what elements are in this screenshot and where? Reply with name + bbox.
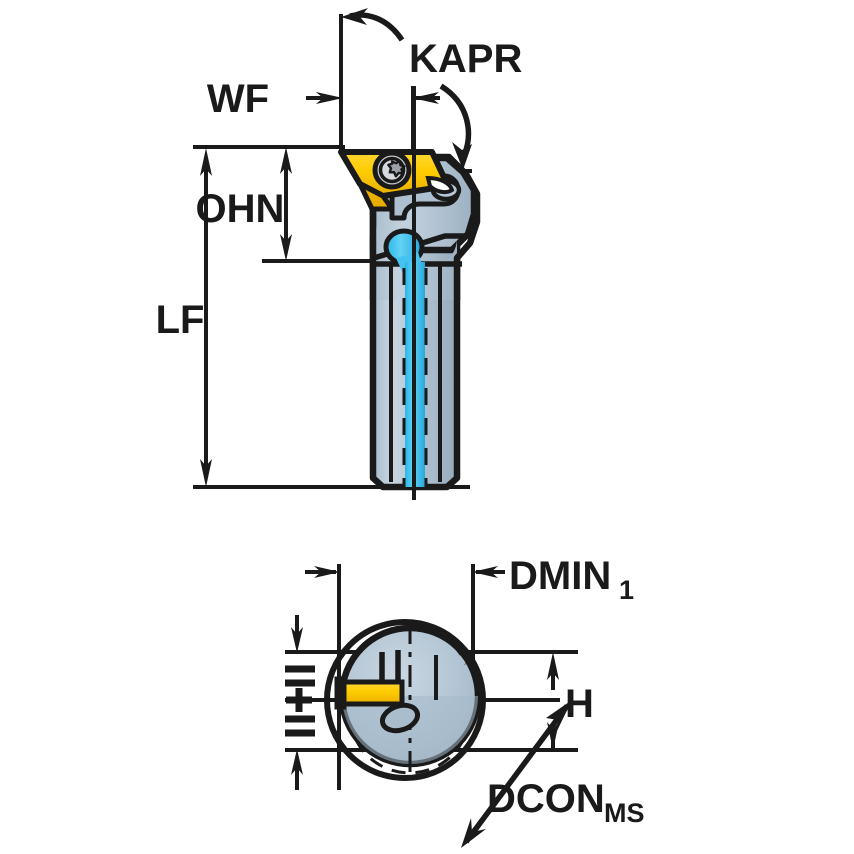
- h-upper-arrow: [547, 652, 559, 680]
- symmetry-mark-center-plus: [286, 688, 312, 712]
- kapr-arc-upper-arrow: [341, 8, 368, 25]
- wf-arrow-right: [316, 92, 343, 104]
- insert-flank-facet: [357, 181, 395, 212]
- dmin-left-arrow: [314, 566, 340, 578]
- kapr-arc-lower: [439, 83, 472, 154]
- lf-arrow-down: [200, 459, 212, 487]
- wf-label: WF: [207, 77, 269, 121]
- cross-section-group: DMIN 1: [285, 554, 645, 848]
- dcon-ms-arrow-lower: [461, 818, 486, 848]
- symmetry-mark-upper: [285, 665, 315, 687]
- dcon-label: DCON: [487, 777, 605, 821]
- dcon-ms-leader-line: [463, 704, 570, 844]
- holder-head-blend: [373, 222, 457, 300]
- coolant-hole-oval: [379, 702, 421, 734]
- symmetry-mark-lower: [285, 715, 315, 737]
- kapr-arc-lower-arrow: [452, 142, 472, 170]
- insert-nose-highlight: [425, 175, 455, 195]
- cs-left-upper-arrow: [291, 627, 303, 653]
- dmin-right-arrow: [472, 566, 498, 578]
- ohn-arrow-down: [280, 234, 292, 261]
- ohn-label: OHN: [196, 187, 285, 231]
- side-view-group: LF OHN WF KAPR: [156, 8, 522, 500]
- dcon-ms-arrow-upper: [546, 700, 572, 733]
- cs-left-lower-arrow: [291, 749, 303, 775]
- kapr-vertex-arrow-left: [412, 92, 439, 104]
- insert-seat-shoulder: [334, 676, 347, 710]
- dmin-label: DMIN: [509, 554, 611, 598]
- kapr-label: KAPR: [409, 37, 522, 81]
- ohn-arrow-up: [280, 147, 292, 174]
- dmin-subscript: 1: [619, 575, 634, 605]
- lf-label: LF: [156, 298, 205, 342]
- dcon-ms-circle: [324, 619, 486, 781]
- insert-edge-view: [337, 679, 405, 707]
- insert-screw-torx-icon: [387, 159, 406, 178]
- dcon-subscript: MS: [604, 798, 645, 828]
- lf-arrow-up: [200, 148, 212, 176]
